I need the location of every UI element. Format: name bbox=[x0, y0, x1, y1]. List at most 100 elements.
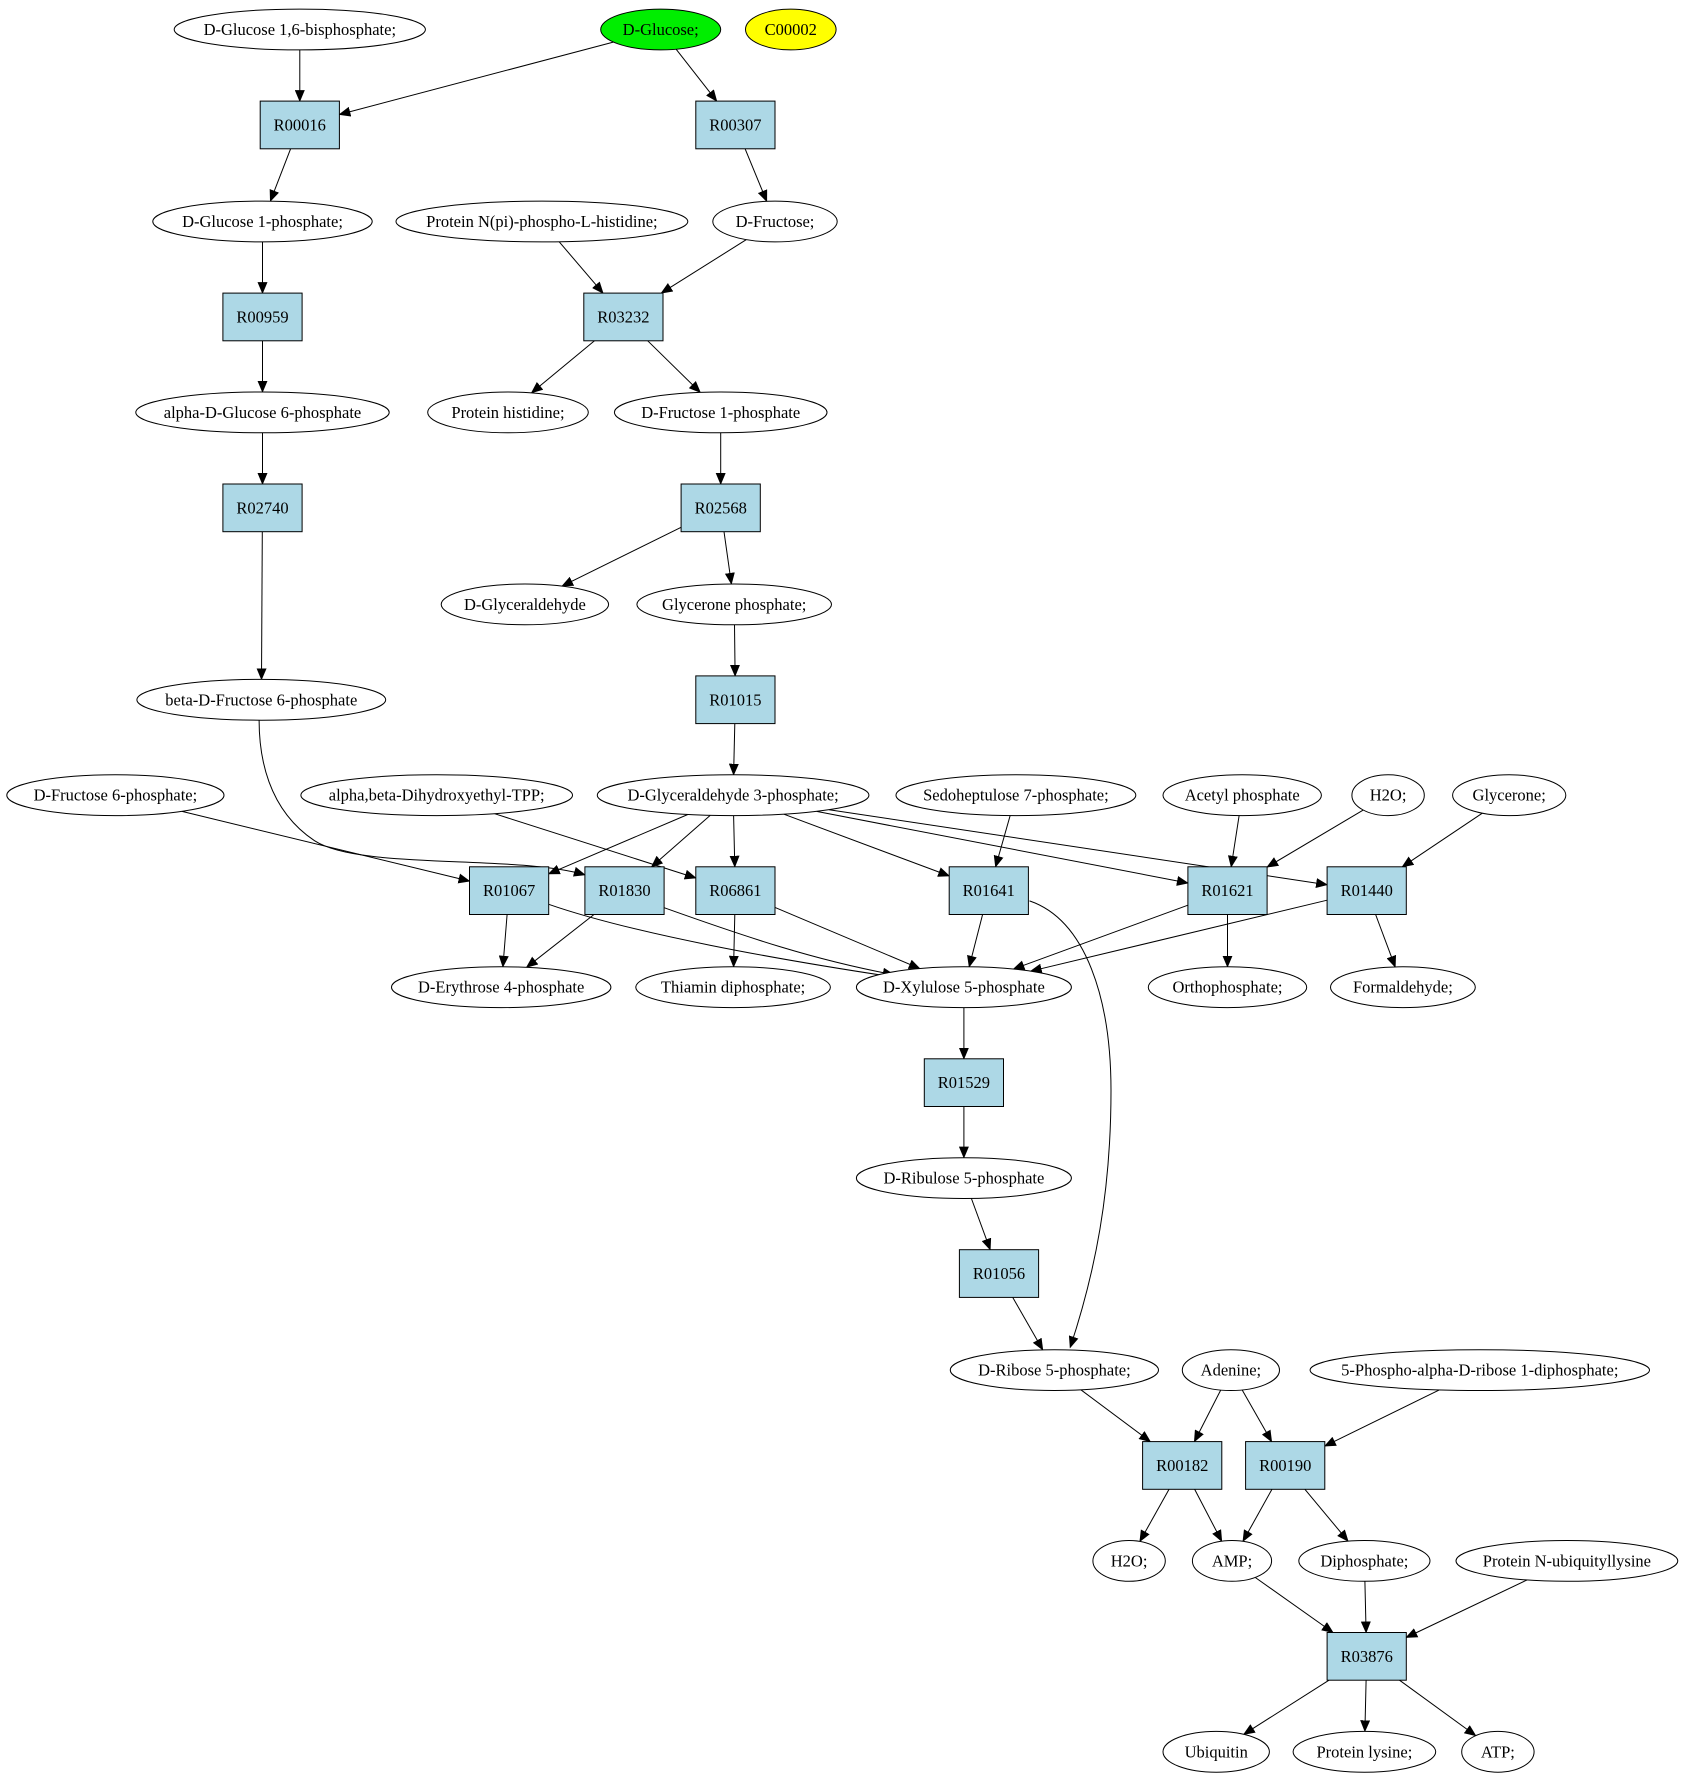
compound-node-d-ribose-5-phosphate[interactable]: D-Ribose 5-phosphate; bbox=[949, 1349, 1160, 1391]
reaction-node-r01015[interactable]: R01015 bbox=[695, 675, 776, 725]
compound-node-ubiquitin[interactable]: Ubiquitin bbox=[1162, 1730, 1270, 1773]
compound-ellipse bbox=[855, 966, 1072, 1009]
reaction-node-r01529[interactable]: R01529 bbox=[923, 1058, 1004, 1108]
reaction-node-r01056[interactable]: R01056 bbox=[958, 1249, 1040, 1298]
reaction-node-r00190[interactable]: R00190 bbox=[1245, 1441, 1326, 1490]
edge-adenine-to-R00190 bbox=[1241, 1389, 1273, 1443]
reaction-node-r00016[interactable]: R00016 bbox=[259, 100, 340, 150]
node-label: H2O; bbox=[1370, 786, 1407, 805]
reaction-box bbox=[948, 866, 1029, 915]
reaction-node-r02740[interactable]: R02740 bbox=[222, 483, 303, 533]
compound-node-thiamin-diphosphate[interactable]: Thiamin diphosphate; bbox=[635, 966, 831, 1009]
compound-node-acetyl-phosphate[interactable]: Acetyl phosphate bbox=[1162, 774, 1322, 817]
compound-node-glycerone[interactable]: Glycerone; bbox=[1452, 774, 1567, 817]
reaction-node-r00182[interactable]: R00182 bbox=[1142, 1441, 1223, 1490]
compound-ellipse bbox=[135, 391, 390, 434]
edge-R03876-to-protlys bbox=[1360, 1680, 1371, 1733]
compound-ellipse bbox=[1191, 1540, 1273, 1582]
compound-node-atp[interactable]: ATP; bbox=[1461, 1730, 1535, 1773]
reaction-node-r01067[interactable]: R01067 bbox=[469, 866, 550, 915]
node-label: R01440 bbox=[1341, 881, 1393, 900]
node-label: R02568 bbox=[695, 498, 747, 517]
compound-node-protein-n-ubiquityllysine[interactable]: Protein N-ubiquityllysine bbox=[1455, 1540, 1679, 1582]
node-label: R01015 bbox=[709, 690, 761, 709]
compound-node-alpha-d-glucose-6-phosphate[interactable]: alpha-D-Glucose 6-phosphate bbox=[135, 391, 390, 434]
compound-node-glycerone-phosphate[interactable]: Glycerone phosphate; bbox=[636, 583, 833, 626]
reaction-node-r01440[interactable]: R01440 bbox=[1326, 866, 1407, 915]
compound-node-d-fructose[interactable]: D-Fructose; bbox=[712, 200, 838, 243]
compound-node-sedoheptulose-7-phosphate[interactable]: Sedoheptulose 7-phosphate; bbox=[895, 774, 1137, 817]
edge-R00182-to-h2o_b bbox=[1139, 1489, 1170, 1543]
node-label: D-Erythrose 4-phosphate bbox=[418, 978, 584, 997]
compound-node-orthophosphate[interactable]: Orthophosphate; bbox=[1147, 966, 1308, 1009]
edge-ru5p-to-R01056 bbox=[970, 1198, 992, 1251]
compound-node-d-erythrose-4-phosphate[interactable]: D-Erythrose 4-phosphate bbox=[391, 966, 612, 1009]
reaction-node-r01641[interactable]: R01641 bbox=[948, 866, 1029, 915]
compound-node-diphosphate[interactable]: Diphosphate; bbox=[1298, 1540, 1431, 1582]
compound-node-amp[interactable]: AMP; bbox=[1191, 1540, 1273, 1582]
compound-node-h2o[interactable]: H2O; bbox=[1092, 1540, 1166, 1582]
node-label: Orthophosphate; bbox=[1173, 978, 1283, 997]
edge-R06861-to-tpp bbox=[728, 914, 739, 968]
compound-ellipse bbox=[136, 678, 387, 721]
node-label: R00190 bbox=[1259, 1456, 1311, 1475]
compound-node-alpha-beta-dihydroxyethyl-tpp[interactable]: alpha,beta-Dihydroxyethyl-TPP; bbox=[300, 774, 574, 817]
edge-g3p-to-R06861 bbox=[729, 815, 740, 868]
compound-ellipse bbox=[391, 966, 612, 1009]
node-label: D-Fructose 1-phosphate bbox=[641, 403, 800, 422]
reaction-node-r03876[interactable]: R03876 bbox=[1326, 1632, 1407, 1681]
compound-node-d-fructose-1-phosphate[interactable]: D-Fructose 1-phosphate bbox=[613, 391, 828, 434]
node-label: Protein lysine; bbox=[1317, 1742, 1413, 1761]
edge-R01056-to-r5p bbox=[1012, 1297, 1044, 1351]
compound-node-d-glucose-1-6-bisphosphate[interactable]: D-Glucose 1,6-bisphosphate; bbox=[173, 8, 426, 51]
compound-node-adenine[interactable]: Adenine; bbox=[1181, 1349, 1281, 1391]
compound-node-d-ribulose-5-phosphate[interactable]: D-Ribulose 5-phosphate bbox=[855, 1157, 1072, 1199]
compound-node-d-glyceraldehyde[interactable]: D-Glyceraldehyde bbox=[440, 583, 610, 626]
edge-R01641-to-xu5p bbox=[967, 914, 984, 968]
compound-node-beta-d-fructose-6-phosphate[interactable]: beta-D-Fructose 6-phosphate bbox=[136, 678, 387, 721]
reaction-node-r00959[interactable]: R00959 bbox=[222, 292, 303, 342]
edge-protubq-to-R03876 bbox=[1405, 1579, 1528, 1638]
compound-ellipse bbox=[1162, 1730, 1270, 1773]
reaction-node-r01621[interactable]: R01621 bbox=[1187, 866, 1268, 915]
reaction-box bbox=[469, 866, 550, 915]
compound-ellipse bbox=[6, 774, 225, 817]
compound-ellipse bbox=[1147, 966, 1308, 1009]
compound-node-h2o[interactable]: H2O; bbox=[1351, 774, 1425, 817]
compound-node-d-glucose[interactable]: D-Glucose; bbox=[600, 8, 722, 51]
compound-node-d-fructose-6-phosphate[interactable]: D-Fructose 6-phosphate; bbox=[6, 774, 225, 817]
nodes-layer: D-Glucose 1,6-bisphosphate; D-Glucose; C00… bbox=[6, 8, 1679, 1773]
node-label: R01529 bbox=[938, 1073, 990, 1092]
compound-node-formaldehyde[interactable]: Formaldehyde; bbox=[1330, 966, 1476, 1009]
compound-node-d-xylulose-5-phosphate[interactable]: D-Xylulose 5-phosphate bbox=[855, 966, 1072, 1009]
edge-R01015-to-g3p bbox=[728, 723, 739, 776]
compound-node-protein-histidine[interactable]: Protein histidine; bbox=[427, 391, 589, 434]
compound-node-c00002[interactable]: C00002 bbox=[745, 8, 837, 51]
node-label: D-Glucose 1-phosphate; bbox=[182, 212, 343, 231]
edge-g3p-to-R01830 bbox=[650, 815, 711, 868]
edge-glycerone-to-R01440 bbox=[1401, 812, 1483, 868]
compound-node-protein-lysine[interactable]: Protein lysine; bbox=[1292, 1730, 1437, 1773]
edge-R02568-to-dhap bbox=[723, 531, 735, 585]
edge-R03232-to-prothis bbox=[530, 340, 595, 394]
reaction-node-r03232[interactable]: R03232 bbox=[583, 292, 664, 342]
compound-node-d-glyceraldehyde-3-phosphate[interactable]: D-Glyceraldehyde 3-phosphate; bbox=[596, 774, 870, 817]
node-label: alpha,beta-Dihydroxyethyl-TPP; bbox=[329, 786, 545, 805]
edge-h2o_a-to-R01621 bbox=[1266, 809, 1364, 868]
compound-node-5-phospho-alpha-d-ribose-1-diphosphate[interactable]: 5-Phospho-alpha-D-ribose 1-diphosphate; bbox=[1309, 1349, 1651, 1391]
node-label: R03876 bbox=[1341, 1647, 1393, 1666]
node-label: 5-Phospho-alpha-D-ribose 1-diphosphate; bbox=[1341, 1361, 1618, 1380]
reaction-node-r01830[interactable]: R01830 bbox=[584, 866, 665, 915]
compound-node-protein-n-pi-phospho-l-histidine[interactable]: Protein N(pi)-phospho-L-histidine; bbox=[395, 200, 689, 243]
reaction-node-r06861[interactable]: R06861 bbox=[695, 866, 776, 915]
node-label: Protein histidine; bbox=[451, 403, 564, 422]
reaction-box bbox=[584, 866, 665, 915]
node-label: D-Glucose; bbox=[623, 20, 699, 39]
reaction-node-r02568[interactable]: R02568 bbox=[680, 483, 761, 533]
node-label: ATP; bbox=[1481, 1742, 1515, 1761]
compound-ellipse bbox=[635, 966, 831, 1009]
reaction-node-r00307[interactable]: R00307 bbox=[695, 100, 776, 150]
compound-ellipse bbox=[712, 200, 838, 243]
compound-node-d-glucose-1-phosphate[interactable]: D-Glucose 1-phosphate; bbox=[152, 200, 373, 243]
